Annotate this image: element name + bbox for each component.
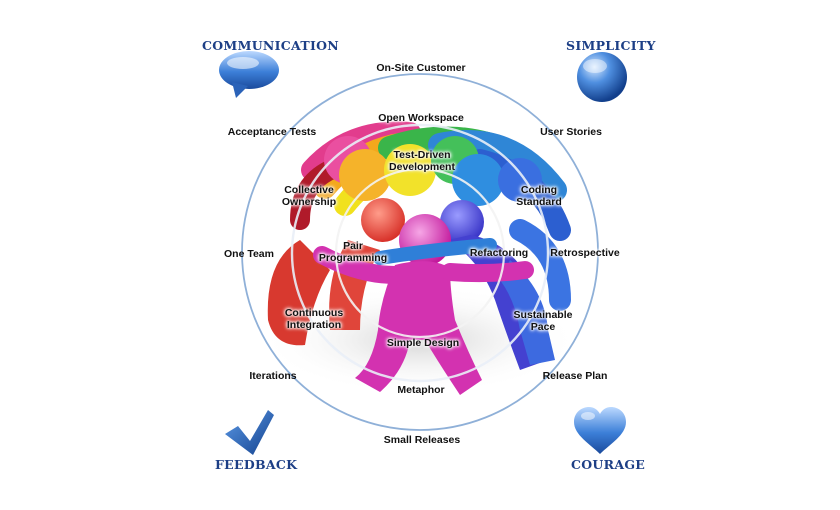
value-courage: COURAGE	[571, 457, 646, 472]
team-huddle-illustration	[267, 121, 571, 395]
practice-user-stories: User Stories	[540, 126, 602, 138]
practice-pair-programming: Pair Programming	[318, 240, 388, 264]
practice-release-plan: Release Plan	[542, 370, 608, 382]
practice-on-site-customer: On-Site Customer	[376, 62, 466, 74]
value-communication: COMMUNICATION	[202, 38, 340, 53]
practice-metaphor: Metaphor	[397, 384, 445, 396]
checkmark-icon	[225, 410, 274, 455]
practice-acceptance-tests: Acceptance Tests	[227, 126, 317, 138]
practice-retrospective: Retrospective	[550, 247, 620, 259]
practice-open-workspace: Open Workspace	[378, 112, 464, 124]
practice-iterations: Iterations	[249, 370, 297, 382]
speech-bubble-icon	[219, 51, 279, 98]
outer-ring	[241, 73, 599, 431]
practice-collective-ownership: Collective Ownership	[281, 184, 337, 208]
heart-icon	[574, 407, 626, 454]
inner-ring	[334, 167, 506, 339]
practice-small-releases: Small Releases	[383, 434, 461, 446]
practice-continuous-integration: Continuous Integration	[284, 307, 344, 331]
practice-one-team: One Team	[224, 248, 274, 260]
practice-refactoring: Refactoring	[469, 247, 529, 259]
value-simplicity: SIMPLICITY	[566, 38, 656, 53]
middle-ring	[290, 123, 550, 383]
value-feedback: FEEDBACK	[215, 457, 298, 472]
practice-coding-standard: Coding Standard	[516, 184, 562, 208]
practice-sustainable-pace: Sustainable Pace	[513, 309, 573, 333]
practice-test-driven-development: Test-Driven Development	[389, 149, 455, 173]
sphere-icon	[577, 52, 627, 102]
practice-simple-design: Simple Design	[386, 337, 460, 349]
